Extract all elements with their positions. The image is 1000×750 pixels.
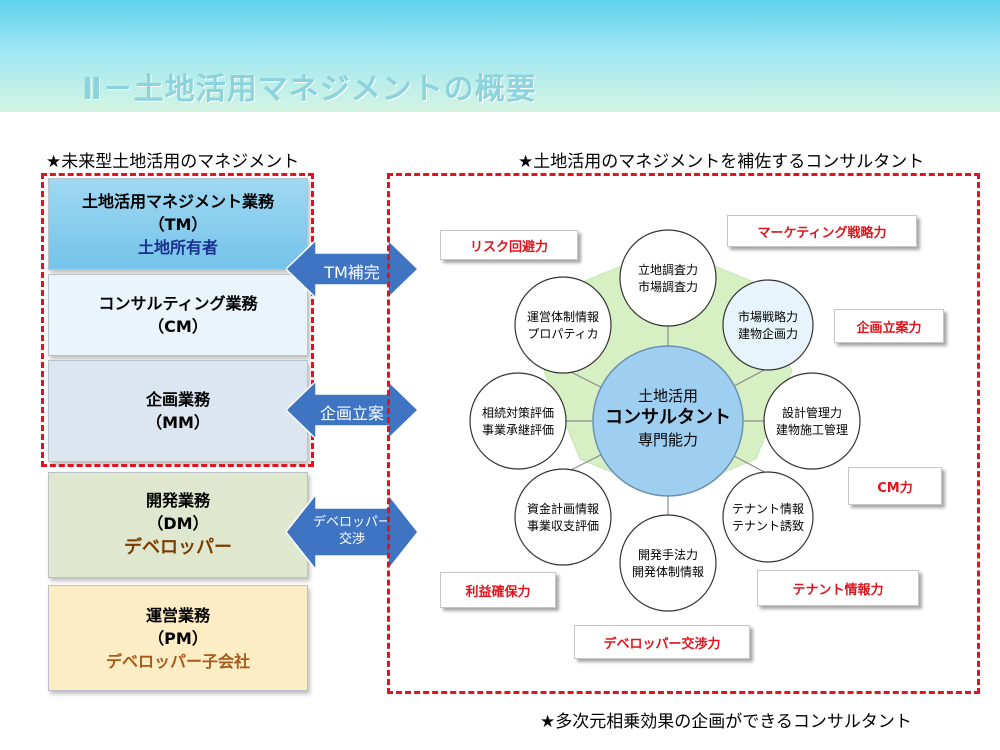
node-site-survey-label: 立地調査力 市場調査力 — [618, 262, 718, 296]
header-banner — [0, 0, 1000, 112]
tm-box: 土地活用マネジメント業務 （TM） 土地所有者 — [48, 178, 308, 270]
left-caption: ★未来型土地活用のマネジメント — [46, 152, 300, 172]
pm-box-title: 運営業務 — [145, 605, 210, 625]
node-tenant-info — [722, 471, 814, 563]
node-market-strategy-label: 市場戦略力 建物企画力 — [718, 309, 818, 343]
tm-box-code: （TM） — [148, 214, 208, 234]
mm-box-code: （MM） — [146, 413, 210, 432]
dm-box-role: デベロッパー — [124, 537, 232, 558]
right-caption: ★土地活用のマネジメントを補佐するコンサルタント — [518, 152, 925, 172]
planning-label: 企画立案 — [319, 404, 384, 423]
left-scope-frame — [41, 173, 314, 467]
node-funding-plan-line1: 資金計画情報 — [526, 502, 599, 516]
node-tenant-info-line2: テナント誘致 — [731, 519, 804, 533]
tm-box-role: 土地所有者 — [137, 237, 218, 257]
dm-box-title: 開発業務 — [145, 491, 210, 510]
node-site-survey-line2: 市場調査力 — [637, 280, 698, 294]
node-funding-plan — [514, 468, 612, 566]
cm-ability-label: CM力 — [848, 467, 942, 505]
pm-box-role: デベロッパー子会社 — [105, 651, 250, 671]
node-development-method-line1: 開発手法力 — [637, 548, 698, 562]
node-inheritance-line2: 事業承継評価 — [481, 423, 554, 437]
node-inheritance-label: 相続対策評価 事業承継評価 — [468, 405, 568, 439]
node-development-method-label: 開発手法力 開発体制情報 — [618, 547, 718, 581]
node-design-management-line2: 建物施工管理 — [775, 423, 848, 437]
pm-box: 運営業務 （PM） デベロッパー子会社 — [48, 585, 308, 691]
developer-negotiation-label: デベロッパー 交渉 — [286, 514, 418, 548]
double-arrow-icon — [286, 494, 418, 570]
node-inheritance-line1: 相続対策評価 — [481, 406, 554, 420]
core-label-line2: コンサルタント — [605, 407, 731, 428]
node-operations-line2: プロパティカ — [527, 327, 599, 341]
right-scope-frame — [387, 173, 980, 694]
marketing-strategy-label: マーケティング戦略力 — [727, 215, 917, 247]
developer-negotiation-label-line2: 交渉 — [338, 532, 365, 547]
node-design-management — [763, 372, 861, 470]
mm-box-title: 企画業務 — [145, 390, 210, 409]
node-operations — [514, 276, 612, 374]
tm-complement-arrow: TM補完 — [286, 240, 418, 298]
node-market-strategy — [722, 279, 814, 371]
cm-box-code: （CM） — [148, 317, 208, 336]
planning-arrow: 企画立案 — [286, 381, 418, 439]
tm-box-title: 土地活用マネジメント業務 — [81, 191, 274, 211]
tenant-info-ability-label: テナント情報力 — [757, 570, 919, 606]
double-arrow-icon — [286, 240, 418, 298]
dm-box: 開発業務 （DM） デベロッパー — [48, 472, 308, 578]
pm-box-code: （PM） — [148, 628, 208, 648]
double-arrow-icon — [286, 381, 418, 439]
node-operations-line1: 運営体制情報 — [526, 310, 599, 324]
node-market-strategy-line2: 建物企画力 — [737, 327, 798, 341]
cm-box: コンサルティング業務 （CM） — [48, 274, 308, 356]
cm-box-title: コンサルティング業務 — [98, 294, 258, 313]
node-tenant-info-label: テナント情報 テナント誘致 — [718, 501, 818, 535]
node-operations-label: 運営体制情報 プロパティカ — [513, 309, 613, 343]
node-design-management-line1: 設計管理力 — [781, 406, 842, 420]
dm-box-code: （DM） — [147, 514, 209, 533]
node-site-survey — [619, 229, 717, 327]
node-design-management-label: 設計管理力 建物施工管理 — [762, 405, 862, 439]
core-label: 土地活用 コンサルタント 専門能力 — [593, 386, 743, 450]
node-funding-plan-line2: 事業収支評価 — [526, 519, 599, 533]
developer-negotiation-label-line1: デベロッパー — [312, 515, 391, 530]
node-inheritance — [469, 372, 567, 470]
core-circle — [592, 345, 744, 497]
mm-box: 企画業務 （MM） — [48, 360, 308, 462]
bottom-caption: ★多次元相乗効果の企画ができるコンサルタント — [540, 712, 912, 732]
node-development-method — [619, 514, 717, 612]
developer-negotiation-arrow: デベロッパー 交渉 — [286, 494, 418, 570]
planning-ability-label: 企画立案力 — [834, 309, 944, 343]
page-title: Ⅱ－土地活用マネジメントの概要 — [82, 72, 537, 107]
node-market-strategy-line1: 市場戦略力 — [737, 310, 798, 324]
tm-complement-label: TM補完 — [324, 263, 380, 282]
node-site-survey-line1: 立地調査力 — [637, 263, 698, 277]
node-funding-plan-label: 資金計画情報 事業収支評価 — [513, 501, 613, 535]
node-development-method-line2: 開発体制情報 — [631, 565, 704, 579]
developer-negotiation-ability-label: デベロッパー交渉力 — [574, 625, 750, 659]
core-label-line1: 土地活用 — [637, 387, 698, 405]
profit-securing-label: 利益確保力 — [440, 572, 556, 608]
core-label-line3: 専門能力 — [637, 431, 698, 449]
node-tenant-info-line1: テナント情報 — [731, 502, 804, 516]
risk-avoidance-label: リスク回避力 — [440, 230, 578, 260]
